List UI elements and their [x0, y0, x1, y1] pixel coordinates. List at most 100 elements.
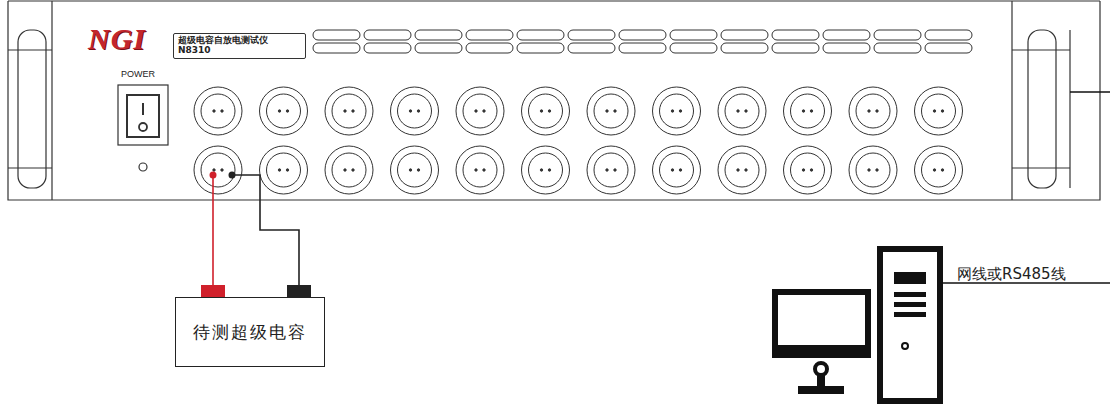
jack-pin	[606, 110, 608, 112]
wire-dot	[229, 172, 236, 179]
node-text: 待测超级电容	[193, 323, 307, 342]
network-cable	[940, 282, 1110, 283]
test-jack-inner	[529, 94, 563, 128]
jack-pin	[540, 169, 542, 171]
jack-pin	[352, 169, 354, 171]
vent-slot	[772, 30, 819, 40]
node-text: 超级电容自放电测试仪	[178, 36, 268, 46]
jack-pin	[286, 169, 288, 171]
test-jack-inner	[725, 153, 759, 187]
test-jack	[718, 146, 766, 194]
test-jack-inner	[267, 153, 301, 187]
test-jack	[849, 146, 897, 194]
vent-slot	[568, 30, 615, 40]
handle-ear	[1012, 49, 1070, 50]
jack-pin	[548, 110, 550, 112]
test-jack	[522, 146, 570, 194]
jack-pin	[417, 110, 419, 112]
jack-pin	[548, 169, 550, 171]
panel-edge	[1011, 1, 1012, 200]
vent-slot	[925, 43, 972, 53]
jack-pin	[745, 110, 747, 112]
test-jack-inner	[791, 94, 825, 128]
test-jack	[849, 87, 897, 135]
vent-slot	[364, 43, 411, 53]
handle-ear	[8, 49, 52, 50]
test-jack-inner	[922, 94, 956, 128]
test-jack	[260, 87, 308, 135]
handle-ear	[8, 167, 52, 168]
switch-on-mark	[142, 103, 144, 115]
black-wire	[232, 175, 299, 287]
test-jack	[784, 146, 832, 194]
test-jack-inner	[594, 153, 628, 187]
vent-slot	[823, 30, 870, 40]
jack-pin	[810, 110, 812, 112]
vent-slot	[415, 43, 462, 53]
jack-pin	[868, 110, 870, 112]
vent-slot	[721, 43, 768, 53]
vent-slot	[670, 43, 717, 53]
test-jack	[522, 87, 570, 135]
test-jack	[194, 87, 242, 135]
switch-label: POWER	[121, 70, 155, 80]
test-jack-inner	[660, 94, 694, 128]
jack-pin	[540, 110, 542, 112]
test-jack	[587, 87, 635, 135]
test-jack	[325, 87, 373, 135]
jack-pin	[802, 169, 804, 171]
test-jack-inner	[201, 94, 235, 128]
test-jack-inner	[463, 94, 497, 128]
test-jack-inner	[332, 153, 366, 187]
test-jack	[784, 87, 832, 135]
jack-pin	[941, 110, 943, 112]
jack-pin	[876, 110, 878, 112]
vent-slot	[466, 30, 513, 40]
test-jack-inner	[660, 153, 694, 187]
jack-pin	[671, 169, 673, 171]
network-cable	[1070, 91, 1110, 92]
vent-slot	[619, 30, 666, 40]
vent-slot	[313, 30, 360, 40]
vent-slot	[568, 43, 615, 53]
test-jack-inner	[594, 94, 628, 128]
jack-pin	[737, 169, 739, 171]
brand-logo: NGI	[88, 22, 146, 55]
jack-pin	[344, 169, 346, 171]
jack-pin	[213, 110, 215, 112]
test-jack-inner	[922, 153, 956, 187]
jack-pin	[802, 110, 804, 112]
negative-terminal	[287, 285, 311, 297]
jack-pin	[671, 110, 673, 112]
vent-slot	[619, 43, 666, 53]
jack-pin	[409, 169, 411, 171]
power-switch-frame	[118, 85, 168, 145]
capacitor-box: 待测超级电容	[175, 297, 325, 367]
test-jack	[915, 87, 963, 135]
jack-pin	[614, 110, 616, 112]
jack-pin	[409, 110, 411, 112]
vent-slot	[466, 43, 513, 53]
test-jack-inner	[332, 94, 366, 128]
jack-pin	[679, 169, 681, 171]
test-jack	[391, 146, 439, 194]
jack-pin	[352, 110, 354, 112]
jack-pin	[344, 110, 346, 112]
jack-pin	[679, 110, 681, 112]
vent-slot	[517, 30, 564, 40]
vent-slot	[313, 43, 360, 53]
test-jack-inner	[398, 94, 432, 128]
panel-outline	[8, 1, 1100, 200]
test-jack	[653, 146, 701, 194]
name-plate: 超级电容自放电测试仪N8310	[173, 33, 306, 59]
test-jack	[915, 146, 963, 194]
jack-pin	[475, 110, 477, 112]
cable-label: 网线或RS485线	[957, 266, 1066, 283]
jack-pin	[933, 169, 935, 171]
vent-slot	[874, 30, 921, 40]
handle-ear	[1069, 30, 1070, 188]
jack-pin	[876, 169, 878, 171]
jack-pin	[221, 110, 223, 112]
jack-pin	[941, 169, 943, 171]
